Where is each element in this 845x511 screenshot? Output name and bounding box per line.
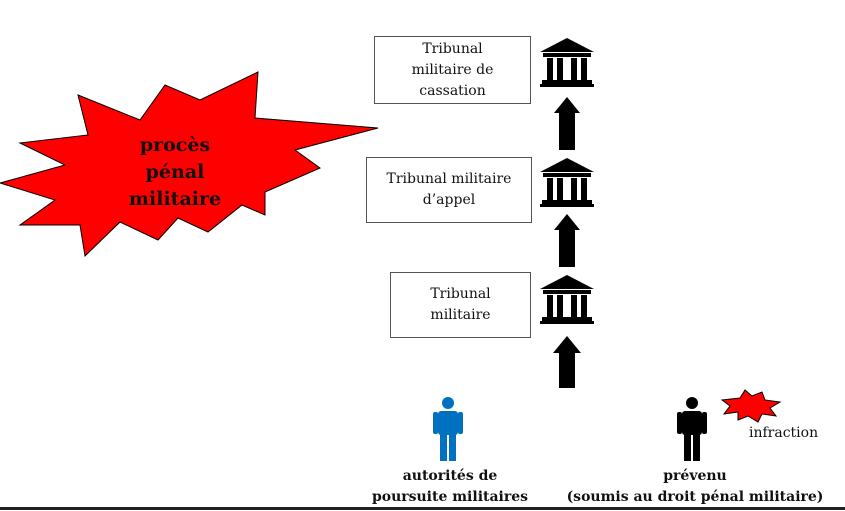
court-icons [540,38,594,388]
courthouse-icon-cassation [540,38,594,87]
court-label: cassation [419,82,486,99]
court-label: d’appel [422,192,476,208]
court-box-appeal: Tribunal militaire d’appel [366,157,532,223]
prosecution-label-line: autorités de [402,468,498,484]
arrow-up-icon [553,336,581,388]
prosecution-label: autorités de poursuite militaires [350,466,550,508]
accused-label: prévenu (soumis au droit pénal militaire… [545,466,845,508]
accused-label-line: (soumis au droit pénal militaire) [566,489,824,505]
person-icon-accused [677,397,707,461]
burst-title: procès pénal militaire [110,132,240,213]
court-label: militaire [430,307,491,323]
burst-title-line: militaire [128,188,222,210]
burst-title-line: procès [139,134,211,156]
court-box-tribunal: Tribunal militaire [390,272,531,338]
court-label: militaire de [411,61,494,78]
burst-title-line: pénal [145,161,205,183]
accused-label-line: prévenu [663,468,727,484]
court-label: Tribunal [422,40,483,57]
courthouse-icon-tribunal [540,275,594,324]
big-burst-shape [0,71,379,258]
arrow-up-icon [554,214,580,267]
court-box-cassation: Tribunal militaire de cassation [374,36,531,104]
court-label: Tribunal militaire [386,171,512,187]
arrow-up-icon [554,97,580,150]
prosecution-label-line: poursuite militaires [371,489,529,505]
infraction-burst-icon [720,389,782,423]
courthouse-icon-appeal [540,158,594,207]
court-label: Tribunal [430,286,491,302]
baseline-divider [0,507,845,510]
infraction-label: infraction [749,425,819,441]
person-icon-prosecution [433,397,463,461]
